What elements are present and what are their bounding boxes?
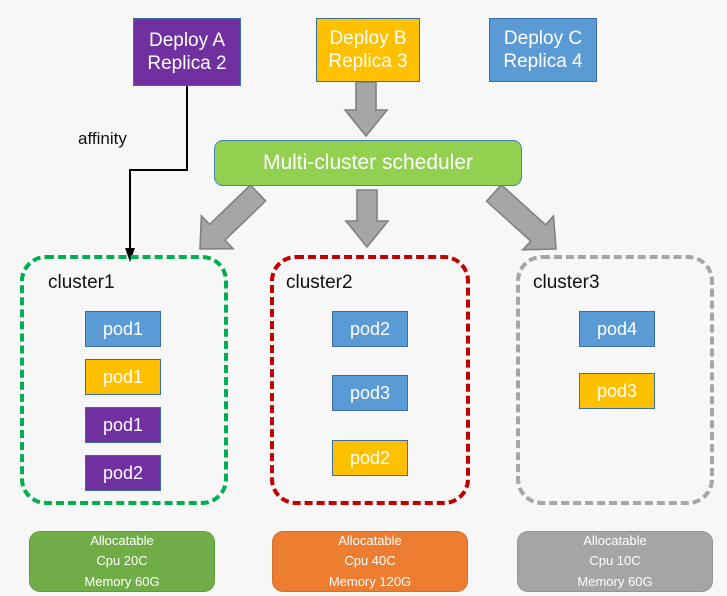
cluster1-pod-2-label: pod1 — [102, 366, 144, 387]
cluster2-frame[interactable] — [270, 255, 470, 505]
cluster2-pod-2[interactable]: pod3 — [332, 375, 408, 411]
cluster1-allocatable-memory: Memory 60G — [84, 573, 160, 589]
deploy-b-title: Deploy B — [329, 27, 407, 49]
cluster2-pod-2-label: pod3 — [349, 382, 391, 403]
arrow-scheduler-to-cluster2 — [344, 189, 390, 249]
cluster3-pod-2-label: pod3 — [596, 380, 638, 401]
cluster1-frame[interactable] — [20, 255, 228, 505]
cluster3-pod-1[interactable]: pod4 — [579, 311, 655, 347]
deploy-c-title: Deploy C — [503, 27, 583, 49]
cluster2-title: cluster2 — [286, 272, 353, 293]
cluster2-allocatable-title: Allocatable — [338, 533, 402, 549]
cluster2-pod-3[interactable]: pod2 — [332, 440, 408, 476]
multi-cluster-scheduler-box[interactable]: Multi-cluster scheduler — [214, 140, 522, 186]
deploy-a-replica: Replica 2 — [147, 53, 227, 74]
cluster2-pod-1-label: pod2 — [349, 318, 391, 339]
arrow-scheduler-to-cluster3 — [485, 183, 557, 251]
cluster2-pod-3-label: pod2 — [349, 447, 391, 468]
cluster3-allocatable-box[interactable]: Allocatable Cpu 10C Memory 60G — [517, 531, 713, 592]
cluster3-pod-2[interactable]: pod3 — [579, 373, 655, 409]
cluster1-pod-4[interactable]: pod2 — [85, 455, 161, 491]
deploy-a-title: Deploy A — [148, 29, 226, 51]
cluster1-allocatable-title: Allocatable — [90, 533, 154, 549]
arrow-scheduler-to-cluster1 — [199, 183, 267, 250]
cluster3-allocatable-cpu: Cpu 10C — [589, 553, 641, 569]
cluster1-title: cluster1 — [48, 272, 115, 293]
scheduler-label: Multi-cluster scheduler — [262, 151, 474, 175]
deploy-c-replica: Replica 4 — [503, 51, 583, 72]
cluster1-pod-1[interactable]: pod1 — [85, 311, 161, 347]
affinity-connector — [125, 86, 188, 262]
cluster2-allocatable-box[interactable]: Allocatable Cpu 40C Memory 120G — [272, 531, 468, 592]
cluster2-allocatable-memory: Memory 120G — [328, 573, 412, 589]
cluster1-allocatable-box[interactable]: Allocatable Cpu 20C Memory 60G — [29, 531, 215, 592]
cluster2-allocatable-cpu: Cpu 40C — [344, 553, 396, 569]
cluster1-pod-2[interactable]: pod1 — [85, 359, 161, 395]
cluster2-pod-1[interactable]: pod2 — [332, 311, 408, 347]
deploy-a-box[interactable]: Deploy A Replica 2 — [133, 18, 241, 86]
affinity-label: affinity — [78, 129, 127, 148]
deploy-b-box[interactable]: Deploy B Replica 3 — [316, 18, 420, 82]
cluster3-pod-1-label: pod4 — [596, 318, 638, 339]
deploy-b-replica: Replica 3 — [328, 51, 408, 72]
cluster3-frame[interactable] — [516, 255, 714, 505]
cluster3-allocatable-title: Allocatable — [583, 533, 647, 549]
deploy-c-box[interactable]: Deploy C Replica 4 — [489, 18, 597, 82]
cluster3-title: cluster3 — [533, 272, 600, 293]
cluster3-allocatable-memory: Memory 60G — [577, 573, 653, 589]
cluster1-pod-3[interactable]: pod1 — [85, 407, 161, 443]
cluster1-pod-3-label: pod1 — [102, 414, 144, 435]
arrow-deployb-to-scheduler — [343, 81, 389, 138]
cluster1-pod-4-label: pod2 — [102, 462, 144, 483]
cluster1-allocatable-cpu: Cpu 20C — [96, 553, 148, 569]
cluster1-pod-1-label: pod1 — [102, 318, 144, 339]
